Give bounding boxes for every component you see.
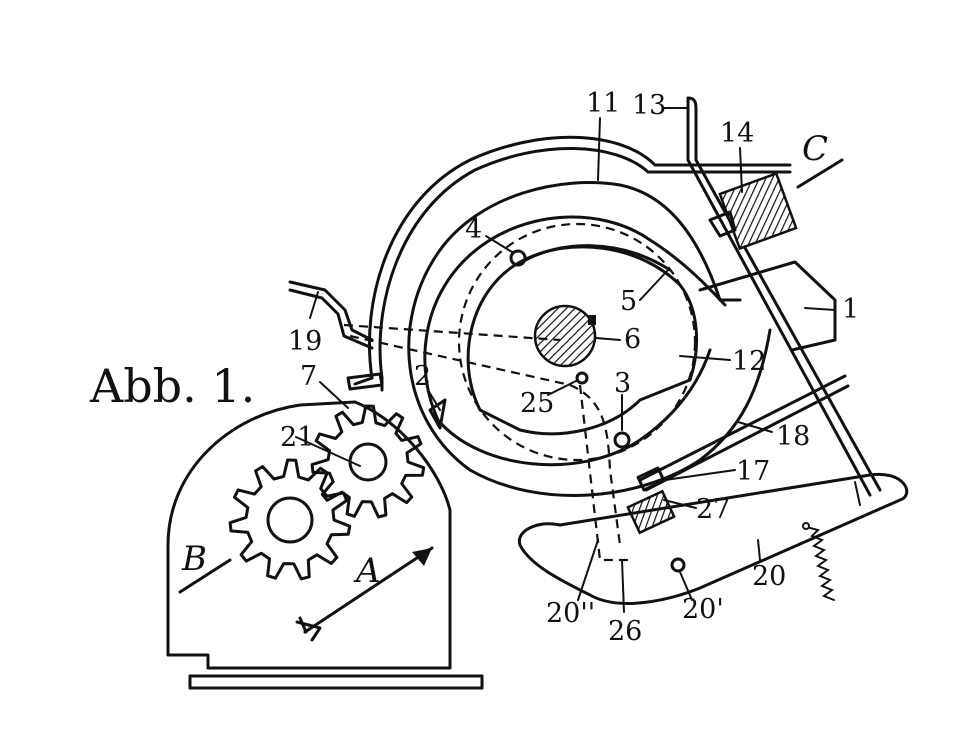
- section-line-b: [178, 558, 232, 594]
- hole-3: [613, 431, 631, 449]
- label-5: 5: [620, 286, 637, 317]
- label-7: 7: [300, 361, 317, 392]
- label-20: 20: [752, 561, 786, 592]
- label-1: 1: [842, 294, 859, 325]
- lever-20: [517, 472, 909, 605]
- label-6: 6: [624, 324, 641, 355]
- label-25: 25: [520, 388, 554, 419]
- label-20pp: 20'': [546, 598, 595, 629]
- lever-19: [288, 280, 374, 350]
- hole-4: [509, 249, 527, 267]
- rod-13: [686, 96, 882, 497]
- cam-5: [466, 245, 698, 436]
- label-27: 27: [696, 494, 730, 525]
- label-17: 17: [736, 456, 770, 487]
- label-4: 4: [465, 214, 482, 245]
- letter-b: B: [181, 539, 207, 579]
- hole-25: [575, 371, 589, 385]
- label-12: 12: [732, 346, 766, 377]
- label-20p: 20': [682, 594, 724, 625]
- gear-small-7: [310, 404, 426, 519]
- dashed-links: [343, 323, 628, 562]
- gear-housing: [166, 400, 484, 690]
- shaft-6: [533, 304, 597, 368]
- label-19: 19: [288, 326, 322, 357]
- label-2: 2: [414, 361, 431, 392]
- label-3: 3: [614, 368, 631, 399]
- hole-20prime: [670, 557, 686, 573]
- arrow-a: [295, 546, 434, 642]
- figure-title: Abb. 1.: [89, 359, 255, 413]
- label-21: 21: [280, 422, 314, 453]
- leader-lines: [295, 107, 836, 613]
- label-26: 26: [608, 616, 642, 647]
- label-18: 18: [776, 421, 810, 452]
- label-13: 13: [632, 90, 666, 121]
- label-11: 11: [586, 88, 620, 119]
- lever-18: [626, 374, 850, 535]
- spring: [809, 527, 835, 601]
- letter-a: A: [353, 551, 381, 591]
- bracket-1: [698, 260, 837, 352]
- label-14: 14: [720, 118, 754, 149]
- block-14: [708, 171, 798, 251]
- hood-11: [346, 135, 792, 392]
- rotor-housing: [407, 181, 772, 497]
- dashed-circle-12: [457, 222, 697, 462]
- letter-c: C: [802, 129, 828, 169]
- section-line-c: [796, 158, 844, 189]
